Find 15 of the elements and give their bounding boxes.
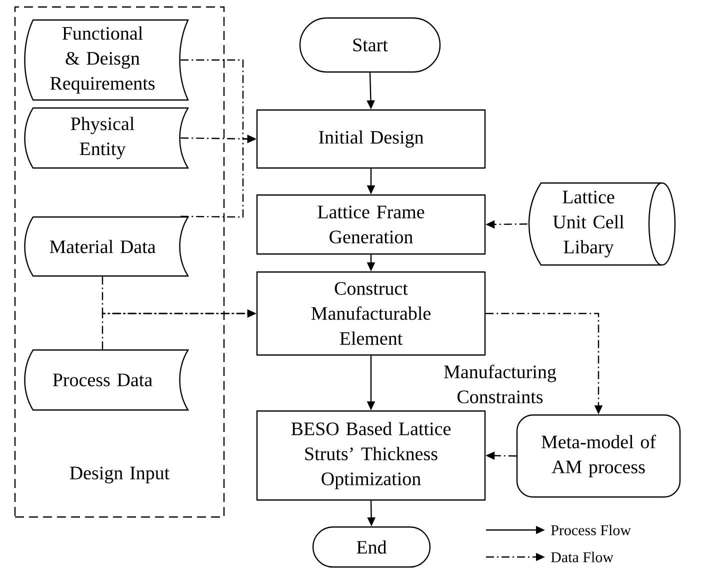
legend-item: Process Flow [486,524,631,536]
rounded-box: Meta-model of AM process [516,414,681,498]
data-box: Material Data [24,216,189,277]
terminal-box: Start [299,17,441,73]
process-box: Construct Manufacturable Element [256,271,486,356]
edge-label: Manufacturing Constraints [429,364,571,404]
process-box: BESO Based Lattice Struts’ Thickness Optimization [256,410,486,501]
data-box: Physical Entity [24,107,189,169]
process-box: Initial Design [256,109,486,169]
terminal-box: End [312,526,431,568]
data-box: Functional & Deisgn Requirements [24,19,189,101]
storage-cylinder: Lattice Unit Cell Libary [528,182,676,266]
process-box: Lattice Frame Generation [256,194,486,255]
data-box: Process Data [24,349,189,411]
legend-item: Data Flow [486,552,614,562]
